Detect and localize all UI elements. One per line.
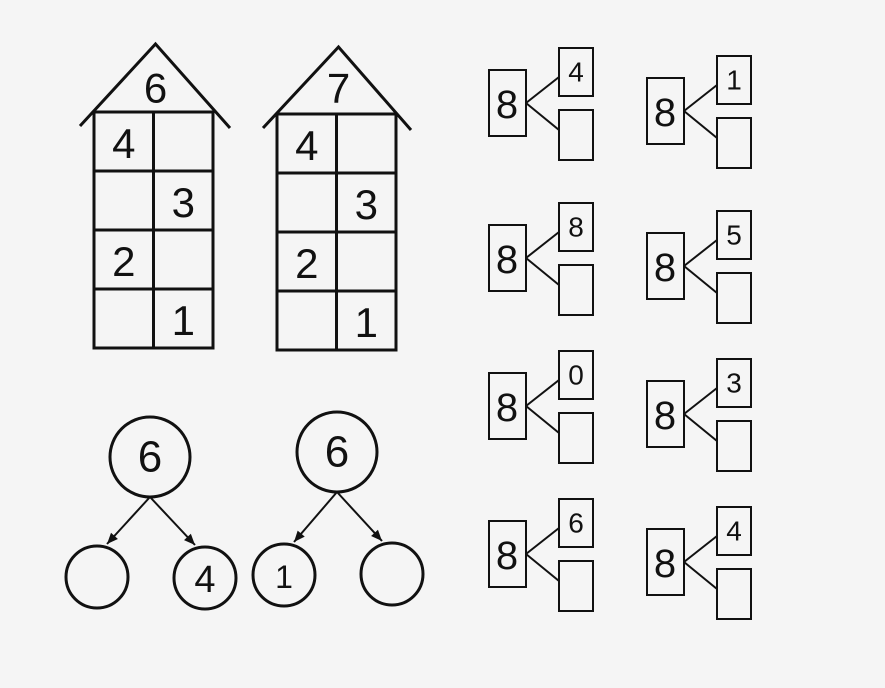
- split-part-box-top: [716, 55, 752, 105]
- split-part-box-top: [558, 47, 594, 97]
- split-whole-number: 8: [496, 534, 518, 578]
- house-cell-number: 2: [295, 240, 318, 287]
- split-leg-upper: [683, 84, 718, 112]
- split-leg-upper: [683, 535, 718, 563]
- house-cell-number: 1: [172, 297, 195, 344]
- split-part-number: 0: [568, 360, 584, 391]
- split-box-2: 81: [646, 55, 752, 169]
- split-leg-upper: [525, 527, 560, 555]
- number-bond-2: 61: [251, 410, 425, 608]
- bond-arrowhead: [294, 530, 305, 542]
- split-part-box-bottom: [558, 264, 594, 316]
- split-leg-lower: [683, 561, 718, 590]
- split-leg-lower: [525, 405, 560, 434]
- split-part-number: 1: [726, 65, 742, 96]
- split-box-5: 80: [488, 350, 594, 464]
- split-part-box-top: [716, 210, 752, 260]
- house-cell-number: 4: [112, 120, 135, 167]
- split-part-number: 3: [726, 368, 742, 399]
- split-part-box-bottom: [558, 560, 594, 612]
- split-leg-upper: [525, 379, 560, 407]
- bond-top-number: 6: [325, 428, 349, 477]
- house-roof-number: 7: [327, 65, 350, 112]
- split-leg-lower: [525, 102, 560, 131]
- split-part-number: 4: [568, 57, 584, 88]
- house-cell-number: 3: [355, 181, 378, 228]
- bond-arrowhead: [371, 529, 382, 541]
- bond-arrowhead: [107, 532, 118, 544]
- split-leg-upper: [525, 231, 560, 259]
- split-whole-number: 8: [654, 246, 676, 290]
- split-leg-lower: [683, 265, 718, 294]
- bond-right-number: 4: [194, 559, 215, 601]
- split-leg-lower: [525, 553, 560, 582]
- split-part-box-top: [558, 498, 594, 548]
- split-part-number: 5: [726, 220, 742, 251]
- split-part-box-bottom: [716, 272, 752, 324]
- split-whole-number: 8: [654, 394, 676, 438]
- house-cell-number: 4: [295, 122, 318, 169]
- bond-left-circle: [251, 542, 317, 608]
- split-part-box-bottom: [716, 117, 752, 169]
- split-leg-upper: [683, 239, 718, 267]
- split-box-8: 84: [646, 506, 752, 620]
- split-whole-number: 8: [496, 238, 518, 282]
- bond-top-number: 6: [138, 433, 162, 482]
- house-roof-number: 6: [144, 65, 167, 112]
- split-whole-number: 8: [654, 91, 676, 135]
- split-part-box-top: [716, 358, 752, 408]
- split-box-3: 88: [488, 202, 594, 316]
- split-part-box-bottom: [716, 568, 752, 620]
- house-roof: [261, 44, 413, 131]
- split-leg-upper: [525, 76, 560, 104]
- bond-left-circle: [64, 544, 130, 610]
- split-box-6: 83: [646, 358, 752, 472]
- split-part-box-top: [558, 202, 594, 252]
- split-part-number: 4: [726, 516, 742, 547]
- split-part-box-bottom: [716, 420, 752, 472]
- split-box-1: 84: [488, 47, 594, 161]
- split-box-7: 86: [488, 498, 594, 612]
- bond-right-circle: [172, 545, 238, 611]
- split-whole-number: 8: [654, 542, 676, 586]
- split-leg-lower: [683, 110, 718, 139]
- split-leg-lower: [525, 257, 560, 286]
- number-bond-1: 64: [64, 415, 238, 611]
- house-cell-number: 3: [172, 179, 195, 226]
- split-whole-number: 8: [496, 386, 518, 430]
- split-box-4: 85: [646, 210, 752, 324]
- split-part-box-top: [716, 506, 752, 556]
- split-part-box-bottom: [558, 109, 594, 161]
- split-part-box-top: [558, 350, 594, 400]
- house-cell-number: 2: [112, 238, 135, 285]
- bond-arrowhead: [184, 533, 195, 545]
- bond-arrow-line: [336, 491, 383, 542]
- bond-right-circle: [359, 541, 425, 607]
- house-cell-number: 1: [355, 299, 378, 346]
- split-part-number: 6: [568, 508, 584, 539]
- split-part-number: 8: [568, 212, 584, 243]
- split-leg-upper: [683, 387, 718, 415]
- house-roof: [78, 41, 232, 129]
- bond-left-number: 1: [275, 559, 293, 595]
- split-leg-lower: [683, 413, 718, 442]
- split-whole-number: 8: [496, 83, 518, 127]
- split-part-box-bottom: [558, 412, 594, 464]
